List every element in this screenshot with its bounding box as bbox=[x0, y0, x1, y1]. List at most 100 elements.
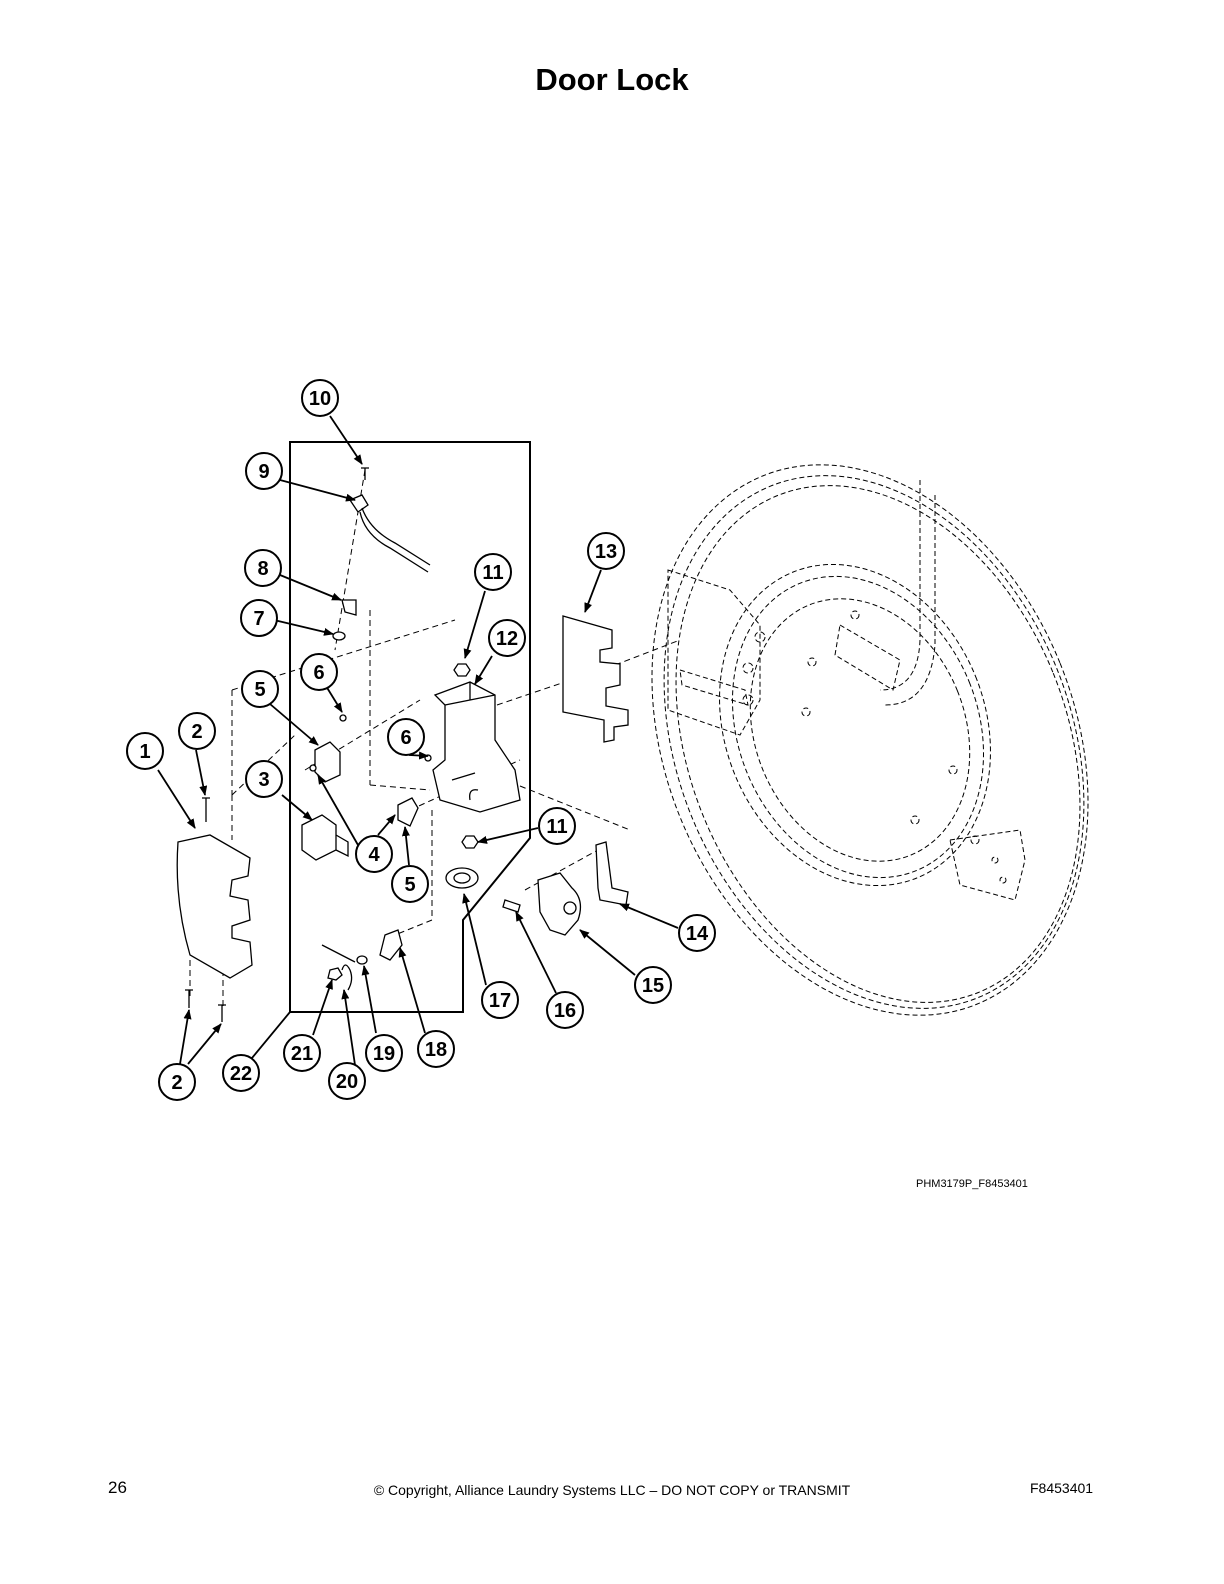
callout-label: 15 bbox=[642, 975, 664, 997]
callout-circle bbox=[387, 718, 425, 756]
callout-12: 12 bbox=[488, 619, 526, 657]
part-5-switch-lower bbox=[397, 797, 419, 827]
callout-circle bbox=[488, 619, 526, 657]
callout-label: 6 bbox=[400, 727, 411, 749]
callout-3: 3 bbox=[245, 760, 283, 798]
callout-label: 8 bbox=[257, 558, 268, 580]
part-16-pin bbox=[502, 899, 521, 913]
part-10-screw bbox=[361, 467, 369, 480]
callout-circle bbox=[158, 1063, 196, 1101]
callout-label: 3 bbox=[258, 769, 269, 791]
callout-label: 16 bbox=[554, 1000, 576, 1022]
callout-circle bbox=[126, 732, 164, 770]
callout-circle bbox=[178, 712, 216, 750]
callout-5: 5 bbox=[241, 670, 279, 708]
page-title: Door Lock bbox=[535, 62, 689, 97]
part-2-screw-bottom-left bbox=[185, 989, 193, 1008]
callout-circle bbox=[241, 670, 279, 708]
callout-label: 20 bbox=[336, 1071, 358, 1093]
part-11-nut-lower bbox=[461, 835, 479, 849]
part-2-screw-top bbox=[202, 797, 210, 822]
callout-label: 4 bbox=[368, 844, 380, 866]
callout-circle bbox=[300, 653, 338, 691]
document-number: F8453401 bbox=[1030, 1480, 1094, 1496]
part-3-solenoid bbox=[301, 814, 349, 861]
part-9-sensor bbox=[349, 494, 369, 513]
callout-label: 10 bbox=[309, 388, 331, 410]
leader-lines bbox=[157, 415, 679, 1066]
callout-11: 11 bbox=[538, 807, 576, 845]
callout-circle bbox=[587, 532, 625, 570]
callout-14: 14 bbox=[678, 914, 716, 952]
callout-8: 8 bbox=[244, 549, 282, 587]
callout-label: 2 bbox=[191, 721, 202, 743]
callout-circle bbox=[391, 865, 429, 903]
panel-outline bbox=[289, 441, 531, 1013]
callout-circle bbox=[417, 1030, 455, 1068]
callout-21: 21 bbox=[283, 1034, 321, 1072]
callout-circle bbox=[245, 760, 283, 798]
callout-label: 7 bbox=[253, 608, 264, 630]
callout-label: 19 bbox=[373, 1043, 395, 1065]
part-8-bracket bbox=[341, 599, 357, 616]
callout-label: 21 bbox=[291, 1043, 313, 1065]
callout-circle bbox=[222, 1054, 260, 1092]
callout-circle bbox=[240, 599, 278, 637]
callout-22: 22 bbox=[222, 1054, 260, 1092]
copyright-notice: © Copyright, Alliance Laundry Systems LL… bbox=[373, 1482, 851, 1498]
callout-circle bbox=[538, 807, 576, 845]
callout-label: 6 bbox=[313, 662, 324, 684]
part-13-plate bbox=[562, 615, 629, 743]
callout-circle bbox=[244, 549, 282, 587]
part-11-nut-upper bbox=[453, 663, 471, 677]
callout-6: 6 bbox=[387, 718, 425, 756]
callout-circle bbox=[245, 452, 283, 490]
part-15-cam bbox=[537, 872, 582, 936]
part-9-harness bbox=[359, 507, 431, 573]
part-5-switch-upper bbox=[314, 741, 341, 783]
callout-20: 20 bbox=[328, 1062, 366, 1100]
leader-line-22 bbox=[251, 1011, 291, 1059]
callout-circle bbox=[546, 991, 584, 1029]
callout-18: 18 bbox=[417, 1030, 455, 1068]
callout-11: 11 bbox=[474, 553, 512, 591]
callout-circle bbox=[365, 1034, 403, 1072]
part-19-washer bbox=[356, 955, 368, 965]
part-4-pin bbox=[309, 764, 317, 772]
callout-4: 4 bbox=[355, 835, 393, 873]
callout-label: 14 bbox=[686, 923, 709, 945]
callout-15: 15 bbox=[634, 966, 672, 1004]
callout-9: 9 bbox=[245, 452, 283, 490]
callout-circle bbox=[634, 966, 672, 1004]
callout-6: 6 bbox=[300, 653, 338, 691]
callout-circle bbox=[328, 1062, 366, 1100]
callout-label: 12 bbox=[496, 628, 518, 650]
callout-label: 11 bbox=[482, 562, 503, 584]
callout-5: 5 bbox=[391, 865, 429, 903]
page-number: 26 bbox=[108, 1478, 127, 1497]
callout-circle bbox=[474, 553, 512, 591]
part-20-spring bbox=[321, 944, 356, 991]
callout-label: 5 bbox=[254, 679, 265, 701]
callout-circle bbox=[678, 914, 716, 952]
callout-circle bbox=[301, 379, 339, 417]
callout-19: 19 bbox=[365, 1034, 403, 1072]
part-7-washer bbox=[332, 631, 346, 641]
callout-2: 2 bbox=[158, 1063, 196, 1101]
part-2-screw-bottom-right bbox=[218, 1004, 226, 1022]
callout-circle bbox=[283, 1034, 321, 1072]
callout-label: 9 bbox=[258, 461, 269, 483]
callout-label: 17 bbox=[489, 990, 511, 1012]
callout-16: 16 bbox=[546, 991, 584, 1029]
callout-circle bbox=[481, 981, 519, 1019]
callout-7: 7 bbox=[240, 599, 278, 637]
callout-label: 1 bbox=[139, 741, 150, 763]
figure-code: PHM3179P_F8453401 bbox=[916, 1178, 1028, 1190]
part-18-clip bbox=[379, 929, 403, 961]
part-6-upper bbox=[339, 714, 347, 722]
callout-label: 5 bbox=[404, 874, 415, 896]
callout-2: 2 bbox=[178, 712, 216, 750]
callout-label: 22 bbox=[230, 1063, 252, 1085]
